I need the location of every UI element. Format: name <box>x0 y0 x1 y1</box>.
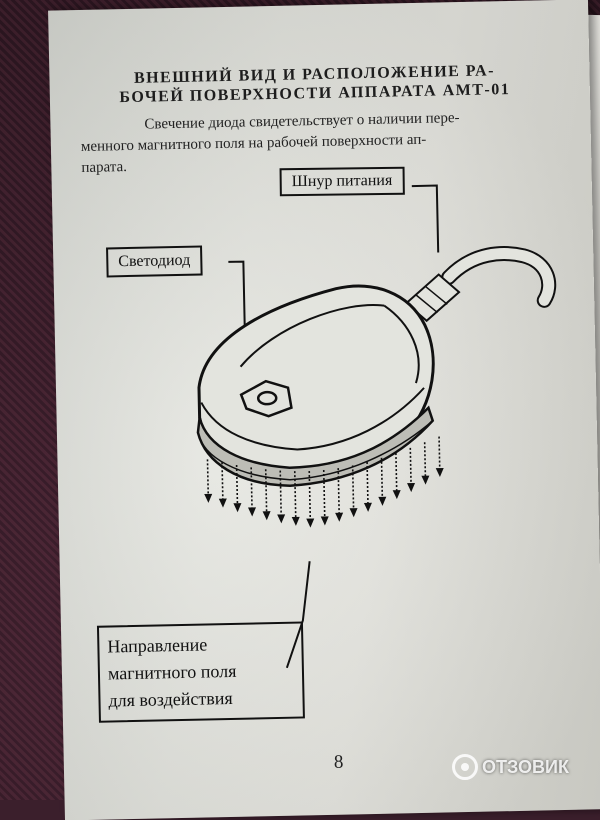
field-arrow-shaft <box>409 447 412 491</box>
field-arrow-head <box>349 508 358 518</box>
field-arrow-head <box>320 516 329 526</box>
field-arrow-head <box>204 493 213 503</box>
field-arrow-head <box>277 514 286 524</box>
field-arrow-shaft <box>206 459 210 501</box>
field-arrow-head <box>392 490 401 500</box>
field-arrow-shaft <box>279 470 283 522</box>
field-arrow-head <box>407 482 416 493</box>
device-illustration <box>196 184 557 669</box>
field-arrow-shaft <box>235 464 239 511</box>
power-cord-label: Шнур питания <box>279 166 405 197</box>
field-arrow-head <box>218 498 227 508</box>
led-indicator <box>239 379 293 418</box>
field-arrow-head <box>421 475 430 485</box>
field-arrow-head <box>335 512 344 522</box>
field-arrow-shaft <box>221 462 224 506</box>
field-arrow-shaft <box>351 465 355 516</box>
field-arrow-head <box>435 467 444 478</box>
led-label: Светодиод <box>106 245 203 278</box>
field-arrow-head <box>248 507 257 517</box>
field-arrow-shaft <box>395 453 398 498</box>
otzovik-logo-icon <box>452 754 478 780</box>
field-arrow-shaft <box>322 469 326 524</box>
watermark-text: ОТЗОВИК <box>482 756 569 777</box>
field-arrow-head <box>291 516 300 526</box>
magnetic-field-arrows <box>204 436 444 528</box>
field-arrow-shaft <box>337 468 341 520</box>
field-arrow-shaft <box>308 470 312 526</box>
field-arrow-shaft <box>293 471 297 524</box>
field-arrow-head <box>306 518 315 528</box>
field-arrow-head <box>363 502 372 512</box>
field-arrow-shaft <box>264 469 268 519</box>
field-arrow-head <box>378 496 387 506</box>
otzovik-watermark: ОТЗОВИК <box>452 754 569 780</box>
page-number: 8 <box>333 751 344 773</box>
power-cord-leader-line <box>411 184 440 253</box>
booklet-page: ВНЕШНИЙ ВИД И РАСПОЛОЖЕНИЕ РА- БОЧЕЙ ПОВ… <box>48 0 600 820</box>
field-arrow-head <box>262 511 271 521</box>
field-leader-line <box>285 561 311 669</box>
field-direction-label: Направление магнитного поля для воздейст… <box>96 621 305 723</box>
field-arrow-head <box>233 503 242 513</box>
